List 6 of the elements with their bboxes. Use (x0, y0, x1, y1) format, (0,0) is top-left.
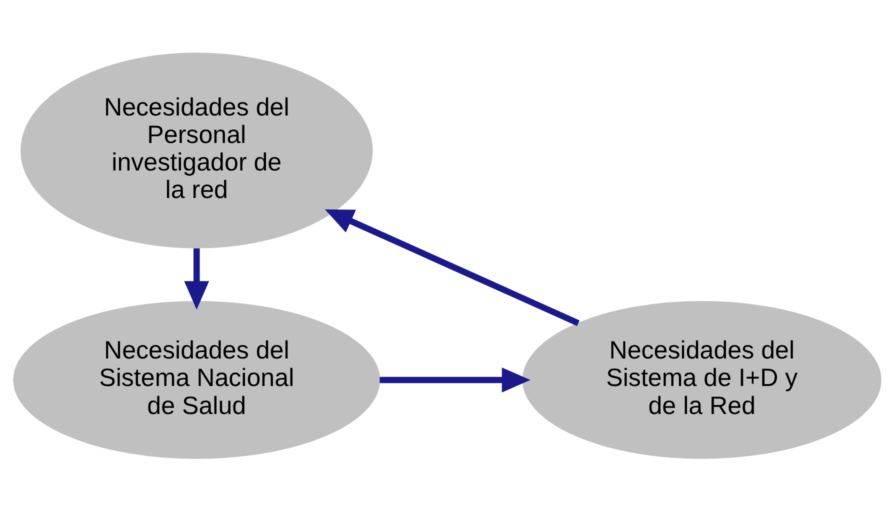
arrow (184, 248, 210, 310)
node-ellipse: Necesidades del Sistema Nacional de Salud (13, 301, 380, 459)
node-ellipse: Necesidades del Personal investigador de la red (20, 52, 373, 248)
arrow (380, 368, 530, 392)
arrow (324, 209, 580, 326)
node-ellipse: Necesidades del Sistema de I+D y de la Red (522, 301, 882, 459)
